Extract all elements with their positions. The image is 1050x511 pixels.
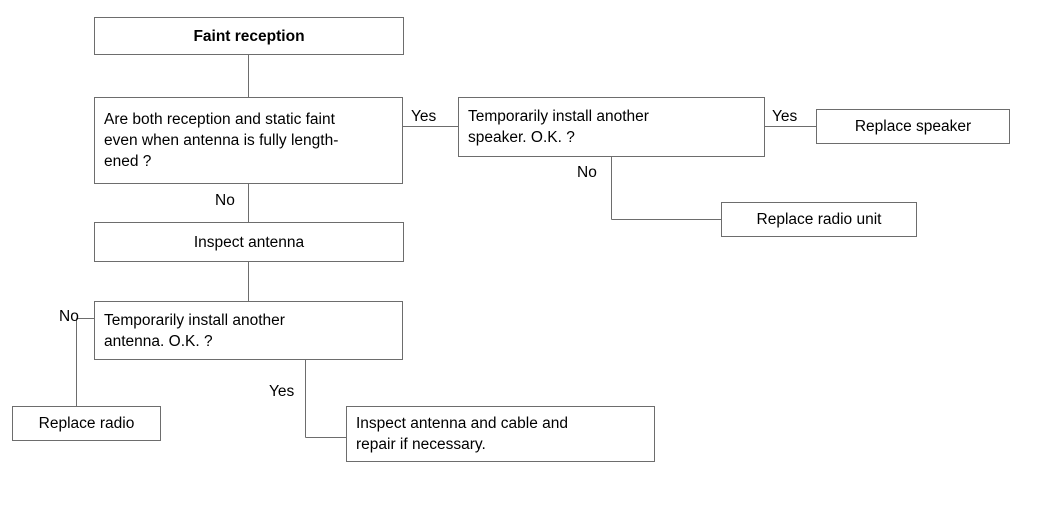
edge-label-speaker-no: No [577,164,597,181]
edge-label-decision-yes: Yes [411,108,437,125]
node-replace-speaker-label: Replace speaker [854,118,972,135]
node-install-speaker[interactable]: Temporarily install another speaker. O.K… [458,97,765,157]
node-inspect-antenna-cable-label: Inspect antenna and cable and repair if … [356,415,569,453]
node-replace-radio[interactable]: Replace radio [12,406,161,441]
edge-label-decision-no: No [215,192,235,209]
node-decision-reception-static-label: Are both reception and static faint even… [104,111,339,170]
edge-label-antenna-yes: Yes [269,383,295,400]
node-replace-radio-unit-label: Replace radio unit [756,211,882,228]
node-replace-radio-unit[interactable]: Replace radio unit [721,202,917,237]
node-start[interactable]: Faint reception [94,17,404,55]
node-inspect-antenna[interactable]: Inspect antenna [94,222,404,262]
node-inspect-antenna-cable[interactable]: Inspect antenna and cable and repair if … [346,406,655,462]
node-install-antenna-label: Temporarily install another antenna. O.K… [104,311,285,350]
node-replace-radio-label: Replace radio [38,415,135,432]
node-install-antenna[interactable]: Temporarily install another antenna. O.K… [94,301,403,360]
node-install-speaker-label: Temporarily install another speaker. O.K… [468,108,649,146]
edge-label-speaker-yes: Yes [772,108,798,125]
edge-label-antenna-no: No [59,308,79,325]
node-inspect-antenna-label: Inspect antenna [193,233,305,251]
node-replace-speaker[interactable]: Replace speaker [816,109,1010,144]
node-start-label: Faint reception [193,27,305,45]
node-decision-reception-static[interactable]: Are both reception and static faint even… [94,97,403,184]
